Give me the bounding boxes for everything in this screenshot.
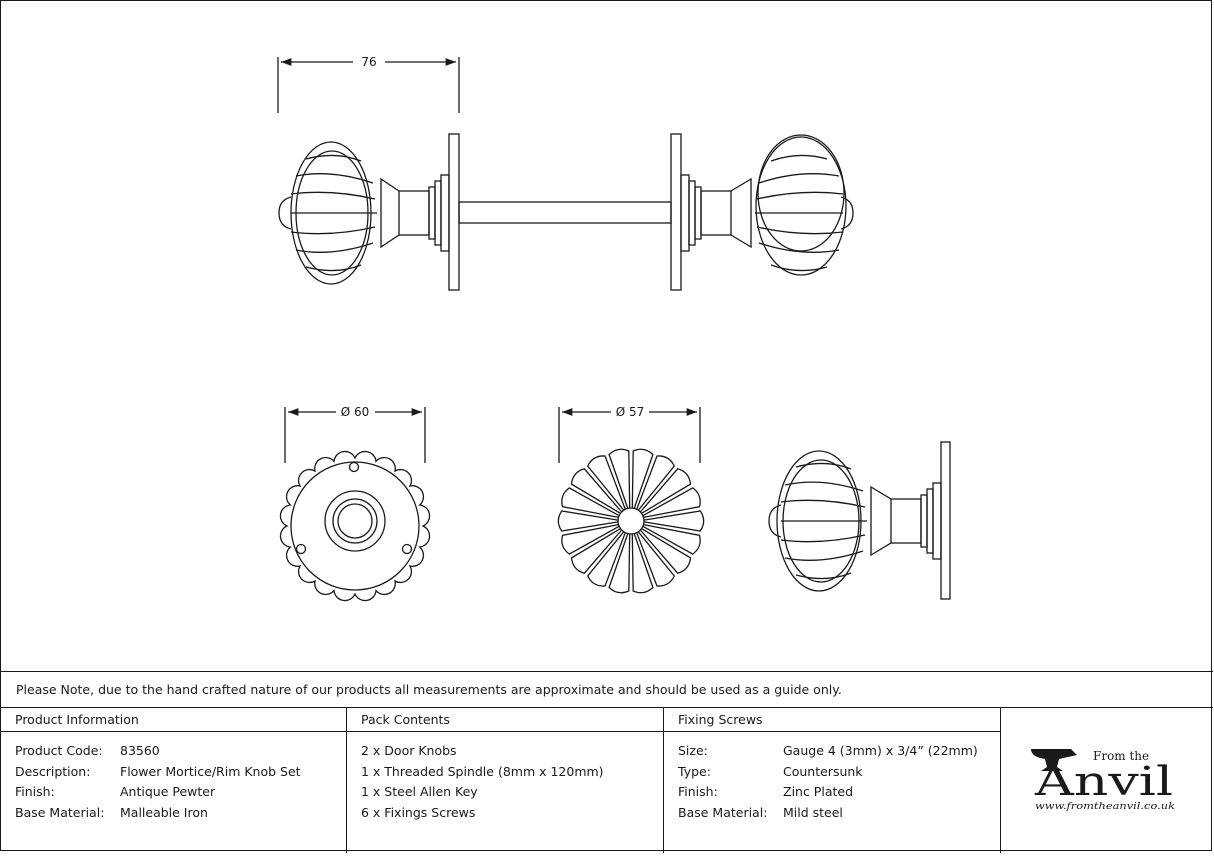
product-information-column: Product Information Product Code:83560 D… [1,708,347,853]
knob-petal [570,468,623,514]
info-row: Finish:Zinc Plated [678,784,854,799]
measurement-note: Please Note, due to the hand crafted nat… [1,671,1213,707]
knob-front-view [557,448,705,594]
knob-petal [608,533,631,594]
logo-brand: Anvil [1034,759,1173,805]
pack-contents-column: Pack Contents 2 x Door Knobs 1 x Threade… [347,708,664,853]
knob-petal [586,531,626,587]
knob-petal [586,455,626,511]
knob-petal [570,528,623,574]
dimension-rose-diameter [284,407,426,463]
knob-petal [608,448,631,509]
info-row: Size:Gauge 4 (3mm) x 3/4” (22mm) [678,743,978,758]
knob-petal [639,468,692,514]
knob-petal [631,448,654,509]
info-row: Description:Flower Mortice/Rim Knob Set [15,763,301,779]
knob-petal [636,455,676,511]
list-item: 1 x Threaded Spindle (8mm x 120mm) [361,763,604,779]
knob-petal [642,523,701,555]
product-information-heading: Product Information [1,708,346,732]
info-row: Product Code:83560 [15,743,160,758]
dimension-label-knob-diameter: Ø 57 [616,405,645,419]
info-row: Type:Countersunk [678,763,863,779]
anvil-logo-graphic: From the Anvil www.fromtheanvil.co.uk [1031,749,1175,812]
pack-contents-heading: Pack Contents [347,708,663,732]
knob-side-view-with-rose [768,441,951,600]
right-knob-side-view [670,133,854,291]
spindle [458,201,672,224]
list-item: 1 x Steel Allen Key [361,784,478,799]
fixing-screws-column: Fixing Screws Size:Gauge 4 (3mm) x 3/4” … [664,708,1001,853]
list-item: 6 x Fixings Screws [361,804,476,820]
dimension-label-overall-length: 76 [361,55,376,69]
info-table: Product Information Product Code:83560 D… [1,707,1213,853]
left-knob-side-view [278,133,460,291]
knob-petal [561,487,620,519]
info-row: Base Material:Mild steel [678,804,843,820]
logo-url: www.fromtheanvil.co.uk [1035,801,1175,812]
info-row: Base Material:Malleable Iron [15,804,208,820]
dimension-overall-length [277,57,460,113]
knob-petal [631,533,654,594]
knob-petal [561,523,620,555]
knob-petal [643,510,705,532]
anvil-icon [1031,749,1077,771]
info-row: Finish:Antique Pewter [15,784,216,799]
logo-from-the: From the [1093,749,1149,763]
from-the-anvil-logo: From the Anvil www.fromtheanvil.co.uk [1001,707,1213,852]
technical-drawing: 76 Ø 60 Ø 57 [1,1,1213,671]
list-item: 2 x Door Knobs [361,743,457,758]
knob-petal [636,531,676,587]
knob-petal [642,487,701,519]
knob-petal [639,528,692,574]
knob-petal [557,510,619,532]
drawing-canvas: 76 Ø 60 Ø 57 [277,55,951,602]
fixing-screws-heading: Fixing Screws [664,708,1000,732]
dimension-label-rose-diameter: Ø 60 [341,405,370,419]
rose-front-view [279,450,431,602]
dimension-knob-diameter [558,407,701,463]
